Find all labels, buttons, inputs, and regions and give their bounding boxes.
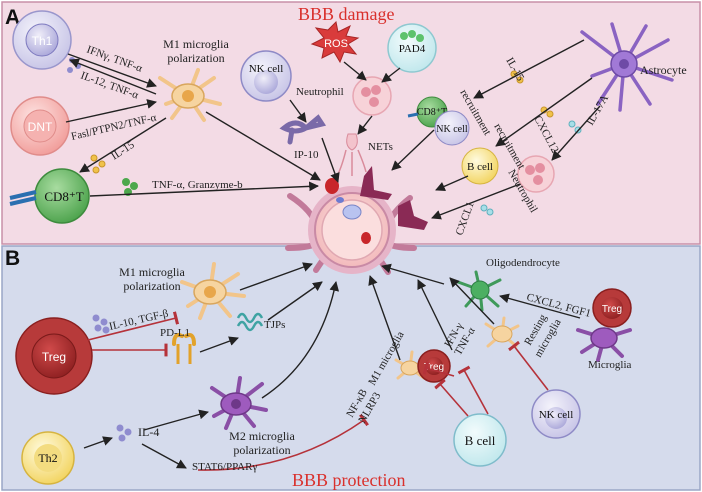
m2-title-line1: M2 microglia <box>229 429 295 443</box>
label-tnfa-granzyme: TNF-α, Granzyme-b <box>152 179 243 191</box>
oligodendrocyte-label: Oligodendrocyte <box>486 257 560 269</box>
bcell-b-label: B cell <box>465 433 496 448</box>
nets-structure <box>337 133 367 176</box>
treg-mid-label: Treg <box>424 362 444 373</box>
nets-label: NETs <box>368 141 393 153</box>
arrows-a <box>65 39 601 220</box>
nk-label-b: NK cell <box>539 409 574 421</box>
tjps-squiggle <box>236 312 264 332</box>
nk-cell-b: NK cell <box>531 389 581 439</box>
pad4-cell: PAD4 <box>387 23 437 73</box>
bcell-a: B cell <box>461 147 499 185</box>
ros-label: ROS <box>324 38 348 50</box>
neutrophil-a <box>352 76 392 116</box>
nk-label-a: NK cell <box>249 63 284 75</box>
m1-microglia-small <box>394 350 426 380</box>
pad4-label: PAD4 <box>399 43 426 55</box>
panel-b-letter: B <box>5 247 20 270</box>
m1-title-a-line2: polarization <box>167 51 224 65</box>
treg-small-label: Treg <box>602 304 622 315</box>
damage-shape-1 <box>360 166 392 200</box>
blood-vessel <box>285 186 417 275</box>
th1-cell: Th1 <box>12 10 72 70</box>
th2-label: Th2 <box>38 451 57 465</box>
cd8t-cell: CD8⁺T <box>9 168 90 224</box>
resting-microglia <box>484 316 520 348</box>
cytokine-dots-a <box>67 57 582 216</box>
inhibition-lines-b <box>87 311 549 471</box>
ip10-receptor <box>279 114 327 145</box>
label-tjps: TJPs <box>264 319 285 331</box>
neutrophil-a2 <box>517 155 555 193</box>
treg-small: Treg <box>592 288 632 328</box>
astrocyte-label: Astrocyte <box>640 63 687 77</box>
m2-title-line2: polarization <box>233 443 290 457</box>
dnt-label: DNT <box>28 120 53 134</box>
ip10-label: IP-10 <box>294 149 319 161</box>
panel-a-letter: A <box>5 6 20 29</box>
panel-b-background <box>1 245 701 491</box>
nk-small: NK cell <box>434 110 470 146</box>
panel-b-title: BBB protection <box>292 470 406 490</box>
neutrophil-a-label: Neutrophil <box>296 86 344 98</box>
cd8t-small-label: CD8⁺T <box>417 107 447 118</box>
microglia-label: Microglia <box>588 359 631 371</box>
nk-cell-a: NK cell <box>240 50 292 102</box>
dnt-cell: DNT <box>10 96 70 156</box>
label-pdl1: PD-L1 <box>160 327 190 339</box>
m1-title-b-line2: polarization <box>123 279 180 293</box>
label-il4: IL-4 <box>138 425 159 439</box>
cytokine-dots-b <box>92 314 132 442</box>
m1-microglia-b <box>180 262 246 320</box>
th2-cell: Th2 <box>21 431 75 485</box>
m1-title-b-line1: M1 microglia <box>119 265 185 279</box>
m1-title-a-line1: M1 microglia <box>163 37 229 51</box>
label-stat6: STAT6/PPARγ <box>192 461 257 473</box>
nk-small-label: NK cell <box>436 124 468 135</box>
damage-shape-2 <box>398 200 428 230</box>
cd8t-label: CD8⁺T <box>44 189 83 204</box>
bcell-a-label: B cell <box>467 161 493 173</box>
oligodendrocyte-cell <box>456 270 502 312</box>
arrows-b <box>83 262 581 469</box>
astrocyte-cell <box>580 22 674 112</box>
m2-microglia <box>210 376 268 430</box>
treg-mid: Treg <box>417 349 451 383</box>
bcell-b: B cell <box>453 413 507 467</box>
treg-label-b: Treg <box>42 350 66 364</box>
panel-a-title: BBB damage <box>298 4 395 24</box>
ros-burst: ROS <box>310 20 360 64</box>
m1-microglia-a <box>158 68 222 122</box>
microglia-right <box>576 327 632 362</box>
treg-cell-b: Treg <box>15 317 93 395</box>
pdl1-receptor <box>172 333 196 364</box>
th1-label: Th1 <box>32 34 53 48</box>
